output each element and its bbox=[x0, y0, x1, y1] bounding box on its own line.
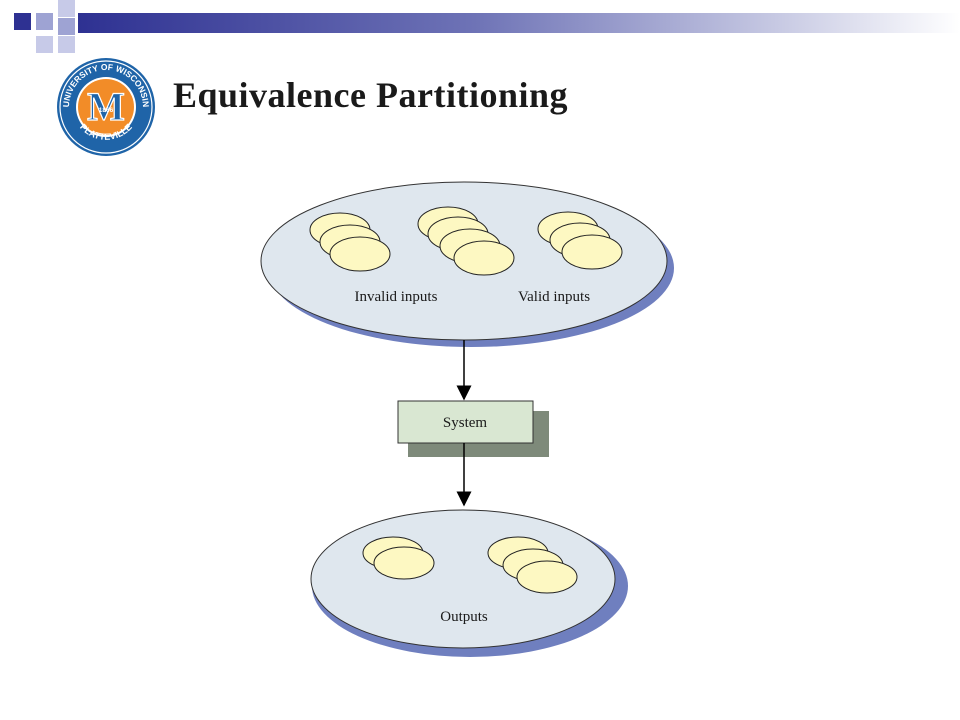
seal-letter: M bbox=[87, 84, 125, 129]
output-partition-group-a bbox=[362, 536, 435, 580]
output-set: Outputs bbox=[310, 509, 628, 657]
valid-partition-group-a bbox=[417, 206, 515, 276]
partition-ellipse bbox=[373, 546, 435, 580]
corner-square bbox=[36, 13, 53, 30]
corner-square bbox=[36, 36, 53, 53]
slide-title: Equivalence Partitioning bbox=[173, 75, 569, 115]
input-set: Invalid inputs Valid inputs bbox=[260, 181, 674, 347]
system-box-rect bbox=[397, 400, 534, 444]
corner-square bbox=[58, 0, 75, 17]
partition-ellipse bbox=[329, 236, 391, 272]
outputs-label: Outputs bbox=[440, 609, 488, 625]
output-partition-group-b bbox=[487, 536, 578, 594]
seal-year: 1866 bbox=[99, 107, 114, 114]
invalid-inputs-label: Invalid inputs bbox=[355, 289, 438, 305]
invalid-partition-group bbox=[309, 212, 391, 272]
valid-inputs-label: Valid inputs bbox=[518, 289, 590, 305]
partition-ellipse bbox=[453, 240, 515, 276]
corner-squares-decoration bbox=[14, 0, 75, 53]
university-seal-logo: UNIVERSITY OF WISCONSIN PLATTEVILLE M 18… bbox=[57, 58, 155, 156]
valid-partition-group-b bbox=[537, 211, 623, 270]
system-box: System bbox=[397, 400, 549, 457]
corner-square bbox=[58, 18, 75, 35]
system-label: System bbox=[443, 415, 488, 431]
title-banner-bar bbox=[78, 13, 960, 33]
corner-square bbox=[58, 36, 75, 53]
partition-ellipse bbox=[516, 560, 578, 594]
corner-square bbox=[14, 13, 31, 30]
partition-ellipse bbox=[561, 234, 623, 270]
